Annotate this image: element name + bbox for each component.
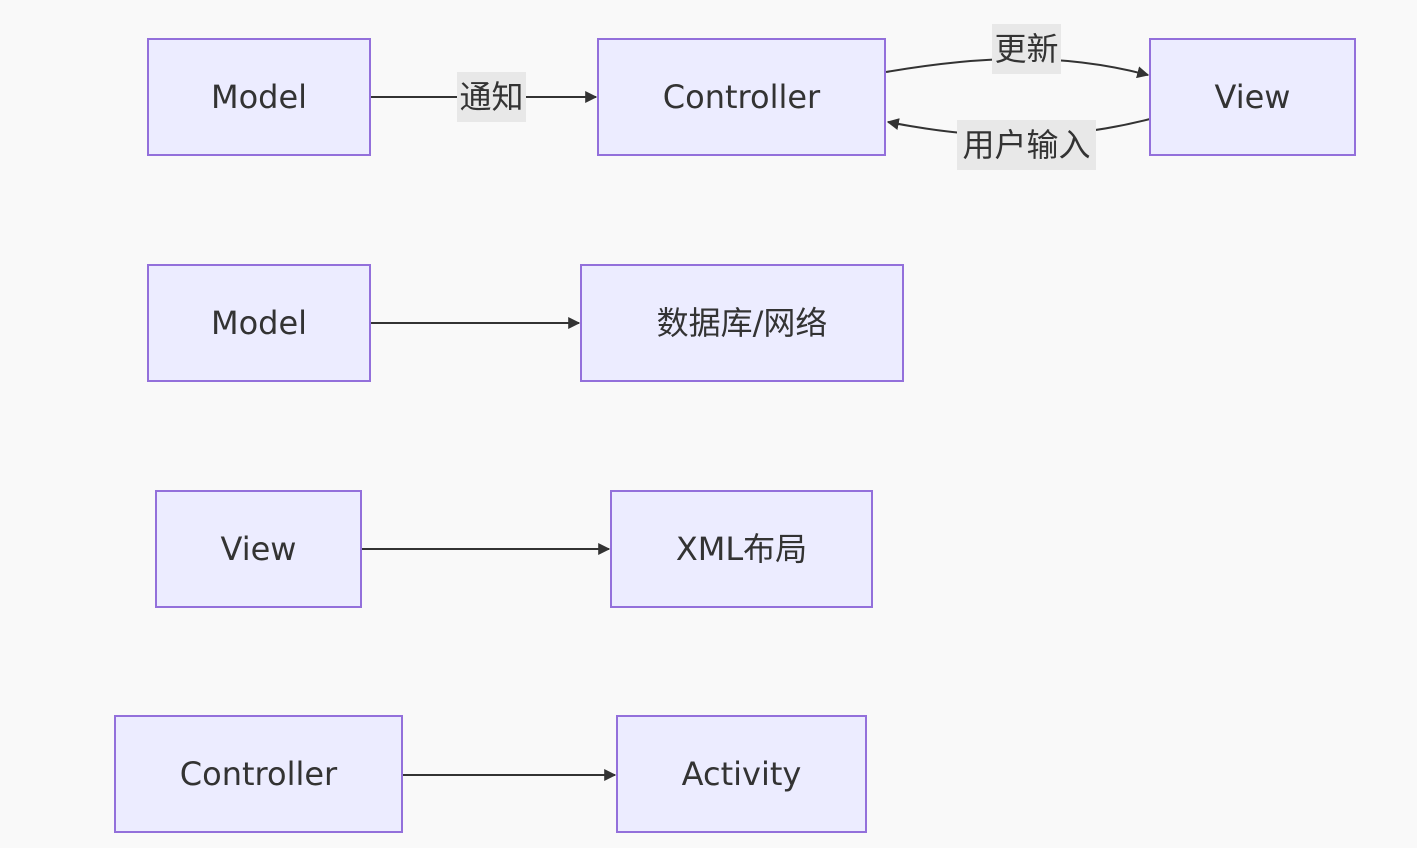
node-view-layout: View [155, 490, 362, 608]
edge-label-user-input: 用户输入 [957, 120, 1096, 170]
edge-label-notify: 通知 [457, 72, 526, 122]
node-view: View [1149, 38, 1356, 156]
node-xml-layout: XML布局 [610, 490, 873, 608]
node-controller-activity: Controller [114, 715, 403, 833]
edge-label-update: 更新 [992, 24, 1061, 74]
node-activity: Activity [616, 715, 867, 833]
node-database-network: 数据库/网络 [580, 264, 904, 382]
node-model: Model [147, 38, 371, 156]
node-model-data: Model [147, 264, 371, 382]
node-controller: Controller [597, 38, 886, 156]
